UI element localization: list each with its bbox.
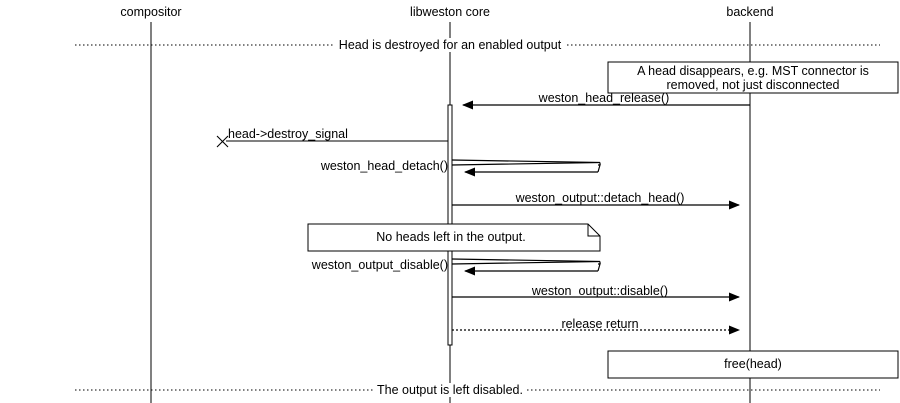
message-label-weston-head-release: weston_head_release()	[538, 91, 670, 105]
divider-label-top-text: Head is destroyed for an enabled output	[334, 38, 566, 52]
note-free-head-line-1: free(head)	[724, 357, 782, 371]
note-free-head-text: free(head)	[608, 357, 898, 371]
note-head-disappears-text: A head disappears, e.g. MST connector is…	[608, 64, 898, 92]
participant-label-backend[interactable]: backend	[726, 5, 774, 19]
note-head-disappears-line-1: A head disappears, e.g. MST connector is	[637, 64, 869, 78]
divider-label-bottom: The output is left disabled.	[373, 383, 527, 397]
divider-label-bottom-text: The output is left disabled.	[373, 383, 527, 397]
note-head-disappears-line-2: removed, not just disconnected	[666, 78, 840, 92]
note-no-heads-left-box	[307, 223, 601, 252]
participant-label-compositor[interactable]: compositor	[120, 5, 182, 19]
message-weston-output-disable-self	[451, 258, 601, 276]
message-label-release-return: release return	[561, 317, 639, 331]
message-weston-head-detach	[451, 159, 601, 177]
participant-label-libweston-core[interactable]: libweston core	[410, 5, 490, 19]
message-label-weston-output-disable: weston_output::disable()	[531, 284, 669, 298]
message-label-head-destroy-signal: head->destroy_signal	[228, 127, 348, 141]
note-no-heads-left-text: No heads left in the output.	[308, 230, 594, 244]
note-no-heads-left-line-1: No heads left in the output.	[376, 230, 526, 244]
note-head-disappears-box	[607, 61, 899, 94]
message-head-destroy-signal	[216, 135, 448, 148]
message-label-weston-output-disable-self: weston_output_disable()	[311, 258, 448, 272]
message-label-weston-output-detach-head: weston_output::detach_head()	[515, 191, 685, 205]
note-free-head-box	[607, 350, 899, 379]
message-label-weston-head-detach: weston_head_detach()	[320, 159, 448, 173]
divider-label-top: Head is destroyed for an enabled output	[334, 38, 566, 52]
